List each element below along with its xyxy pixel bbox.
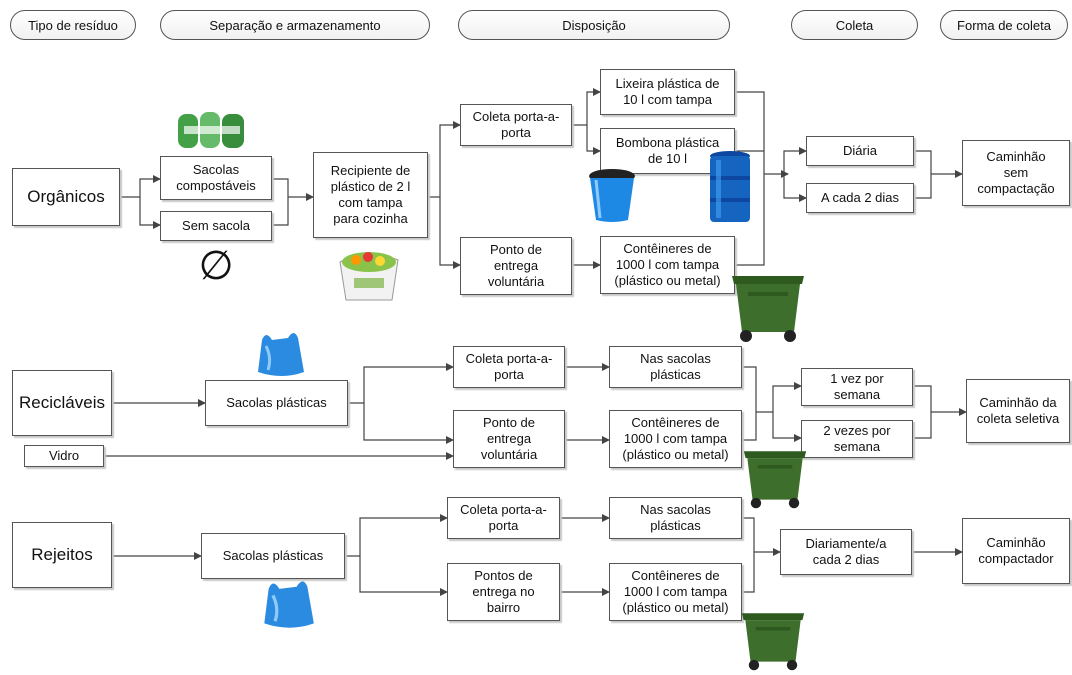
node-caminhao-coleta-seletiva: Caminhão da coleta seletiva <box>966 379 1070 443</box>
node-diariamente-2-dias: Diariamente/a cada 2 dias <box>780 529 912 575</box>
header-forma-coleta: Forma de coleta <box>940 10 1068 40</box>
wheelie-bin-icon <box>732 276 804 342</box>
food-caddy-icon <box>339 252 399 301</box>
wheelie-bin-icon <box>743 451 807 509</box>
node-2-vezes-semana: 2 vezes por semana <box>801 420 913 458</box>
header-separacao: Separação e armazenamento <box>160 10 430 40</box>
node-1-vez-semana: 1 vez por semana <box>801 368 913 406</box>
wheelie-bin-icon <box>741 613 805 671</box>
node-rec-ponto-entrega: Ponto de entrega voluntária <box>453 410 565 468</box>
header-coleta: Coleta <box>791 10 918 40</box>
node-rej-sacolas: Sacolas plásticas <box>201 533 345 579</box>
node-org-coleta-porta: Coleta porta-a- porta <box>460 104 572 146</box>
node-diaria: Diária <box>806 136 914 166</box>
node-rej-conteineres: Contêineres de 1000 l com tampa (plástic… <box>609 563 742 621</box>
node-rej-nas-sacolas: Nas sacolas plásticas <box>609 497 742 539</box>
node-organicos: Orgânicos <box>12 168 120 226</box>
node-org-ponto-entrega: Ponto de entrega voluntária <box>460 237 572 295</box>
node-rej-coleta-porta: Coleta porta-a- porta <box>447 497 560 539</box>
node-rec-conteineres: Contêineres de 1000 l com tampa (plástic… <box>609 410 742 468</box>
node-org-conteineres: Contêineres de 1000 l com tampa (plástic… <box>600 236 735 294</box>
node-caminhao-sem-compactacao: Caminhão sem compactação <box>962 140 1070 206</box>
node-lixeira: Lixeira plástica de 10 l com tampa <box>600 69 735 115</box>
node-rejeitos: Rejeitos <box>12 522 112 588</box>
node-cada-2-dias: A cada 2 dias <box>806 183 914 213</box>
node-reciclaveis: Recicláveis <box>12 370 112 436</box>
plastic-bag-icon <box>258 333 304 376</box>
compostable-bags-icon <box>178 112 244 148</box>
node-rec-coleta-porta: Coleta porta-a- porta <box>453 346 565 388</box>
node-sacolas-compostaveis: Sacolas compostáveis <box>160 156 272 200</box>
node-vidro: Vidro <box>24 445 104 467</box>
bucket-icon <box>589 169 635 222</box>
node-rec-sacolas: Sacolas plásticas <box>205 380 348 426</box>
node-sem-sacola: Sem sacola <box>160 211 272 241</box>
node-rec-nas-sacolas: Nas sacolas plásticas <box>609 346 742 388</box>
node-recipiente: Recipiente de plástico de 2 l com tampa … <box>313 152 428 238</box>
node-rej-pontos-entrega: Pontos de entrega no bairro <box>447 563 560 621</box>
header-disposicao: Disposição <box>458 10 730 40</box>
empty-set-icon: ∅ <box>198 243 234 289</box>
header-tipo-residuo: Tipo de resíduo <box>10 10 136 40</box>
drum-icon <box>710 151 750 222</box>
plastic-bag-icon <box>264 581 314 628</box>
node-caminhao-compactador: Caminhão compactador <box>962 518 1070 584</box>
